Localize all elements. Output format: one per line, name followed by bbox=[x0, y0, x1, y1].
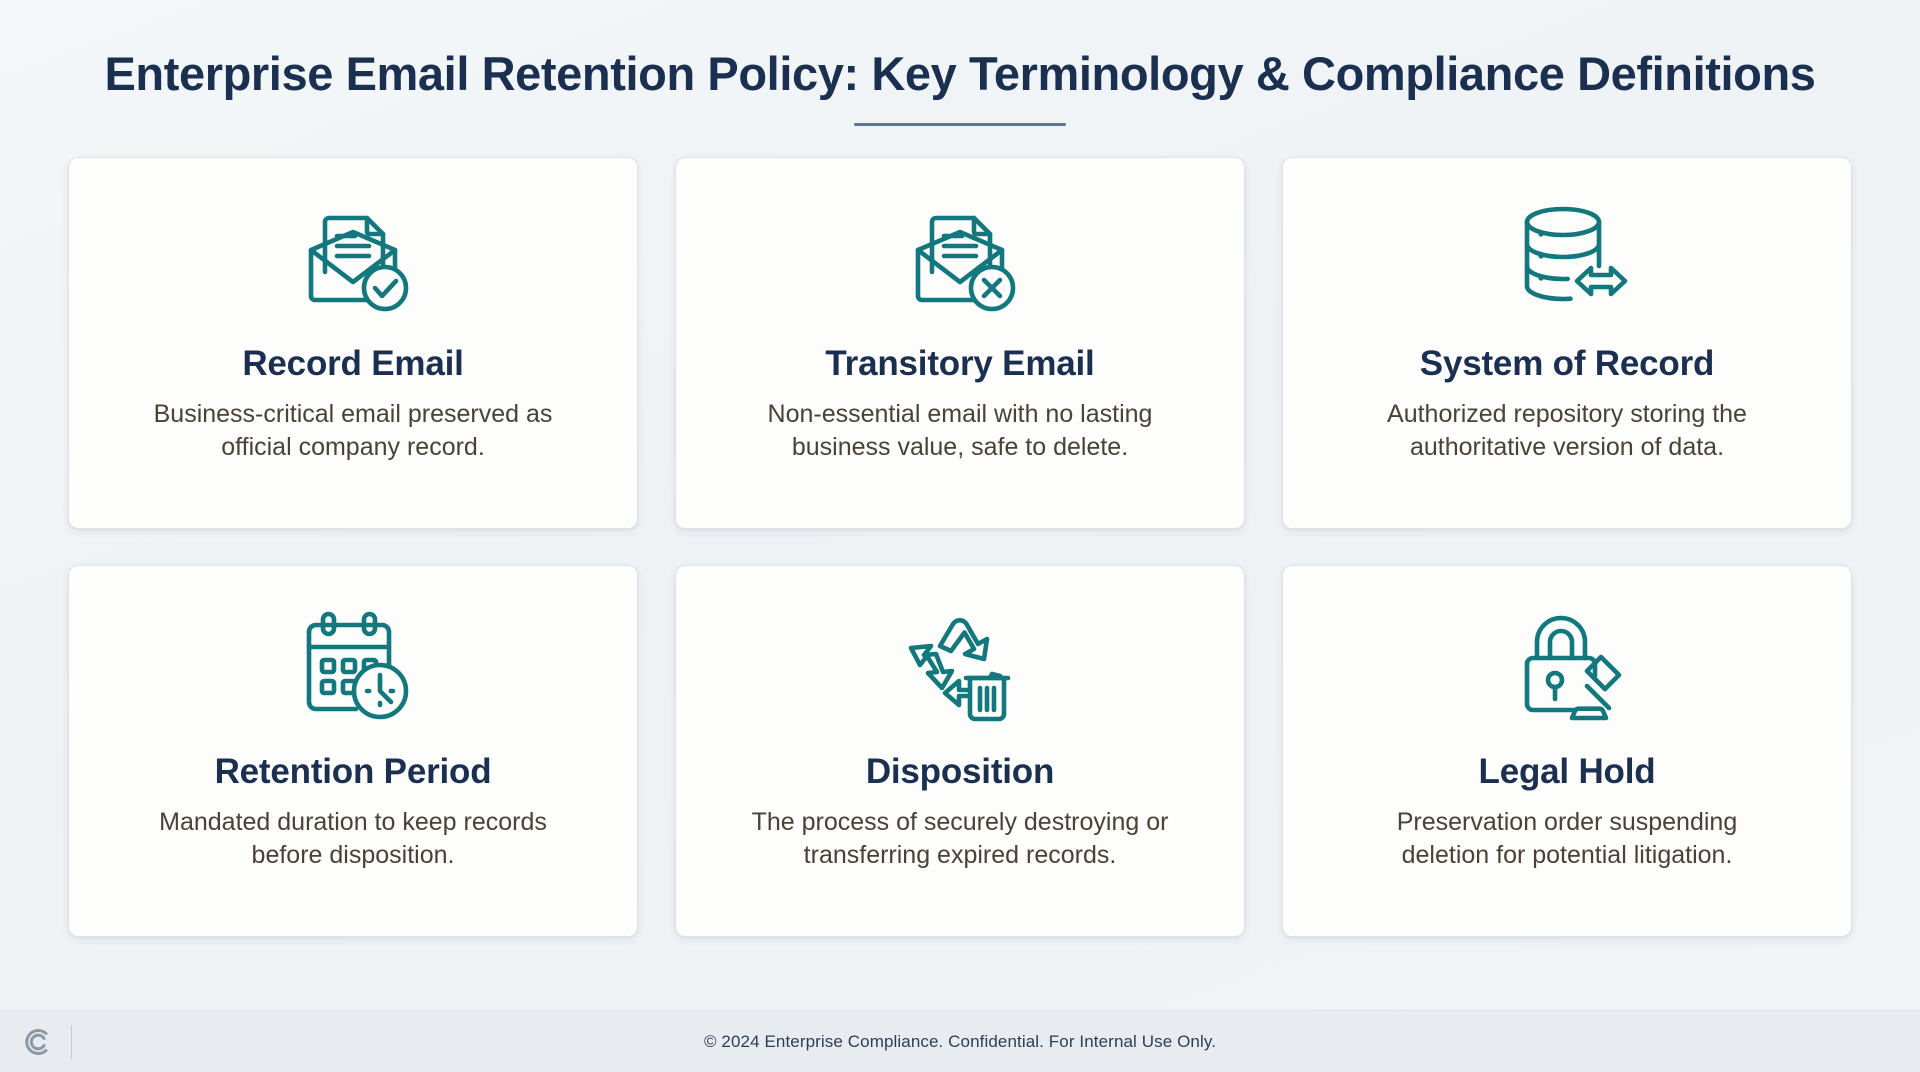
card-description: Preservation order suspending deletion f… bbox=[1396, 807, 1738, 869]
title-accent-rule bbox=[854, 122, 1066, 126]
definition-card-grid: Record Email Business-critical email pre… bbox=[68, 156, 1852, 937]
card-description: Business-critical email preserved as off… bbox=[153, 399, 553, 461]
definition-card[interactable]: Legal Hold Preservation order suspending… bbox=[1282, 564, 1852, 937]
database-transfer-icon bbox=[1503, 192, 1631, 324]
card-title: Transitory Email bbox=[825, 343, 1095, 383]
card-title: Disposition bbox=[865, 751, 1055, 791]
definition-card[interactable]: System of Record Authorized repository s… bbox=[1282, 156, 1852, 529]
card-title: Legal Hold bbox=[1478, 751, 1656, 791]
card-title: Retention Period bbox=[214, 751, 492, 791]
email-document-check-icon bbox=[289, 192, 417, 324]
footer-brand bbox=[0, 1024, 72, 1059]
c-monogram-logo-icon bbox=[20, 1025, 54, 1059]
card-title: System of Record bbox=[1419, 343, 1715, 383]
email-document-cross-icon bbox=[896, 192, 1024, 324]
definition-card[interactable]: Record Email Business-critical email pre… bbox=[68, 156, 638, 529]
footer-divider bbox=[71, 1024, 72, 1059]
card-description: Non-essential email with no lasting busi… bbox=[767, 399, 1153, 461]
recycle-trash-icon bbox=[896, 600, 1024, 732]
cards-region: Record Email Business-critical email pre… bbox=[0, 126, 1920, 1010]
footer-copyright: © 2024 Enterprise Compliance. Confidenti… bbox=[703, 1031, 1217, 1051]
definition-card[interactable]: Disposition The process of securely dest… bbox=[675, 564, 1245, 937]
calendar-clock-icon bbox=[289, 600, 417, 732]
card-title: Record Email bbox=[242, 343, 464, 383]
page-title: Enterprise Email Retention Policy: Key T… bbox=[104, 47, 1816, 100]
lock-gavel-icon bbox=[1503, 600, 1631, 732]
definition-card[interactable]: Retention Period Mandated duration to ke… bbox=[68, 564, 638, 937]
footer: © 2024 Enterprise Compliance. Confidenti… bbox=[0, 1010, 1920, 1072]
card-description: The process of securely destroying or tr… bbox=[751, 807, 1169, 869]
definition-card[interactable]: Transitory Email Non-essential email wit… bbox=[675, 156, 1245, 529]
card-description: Mandated duration to keep records before… bbox=[159, 807, 547, 869]
header: Enterprise Email Retention Policy: Key T… bbox=[0, 0, 1920, 126]
card-description: Authorized repository storing the author… bbox=[1387, 399, 1747, 461]
